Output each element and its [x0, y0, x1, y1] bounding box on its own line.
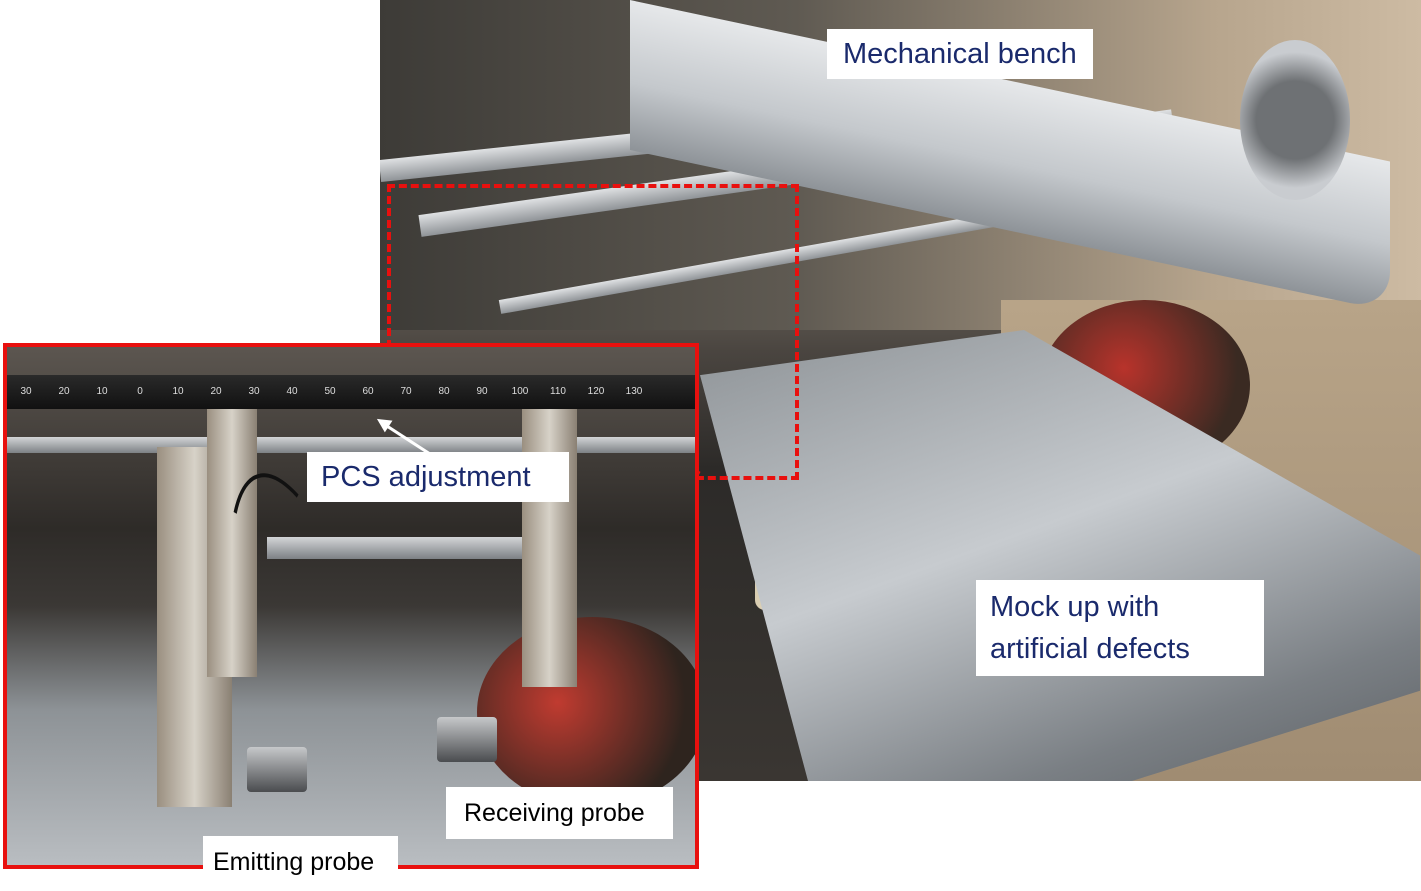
label-mock-up-line1: Mock up with	[990, 591, 1160, 623]
emitting-probe-holder	[207, 409, 257, 677]
ruler-tick: 100	[511, 386, 529, 397]
ruler-tick: 20	[210, 386, 222, 397]
ruler-tick: 80	[438, 386, 450, 397]
label-mock-up: Mock up with artificial defects	[976, 580, 1264, 677]
label-mock-up-line2: artificial defects	[990, 633, 1190, 666]
ruler-tick: 110	[550, 386, 566, 397]
label-mechanical-bench: Mechanical bench	[827, 29, 1093, 80]
ruler-tick: 50	[324, 386, 336, 397]
inset-rod	[267, 537, 547, 559]
ruler-tick: 120	[587, 386, 605, 397]
ruler-tick: 90	[476, 386, 488, 397]
ruler-tick: 40	[286, 386, 298, 397]
ruler-tick: 60	[362, 386, 374, 397]
emitting-probe	[247, 747, 307, 792]
receiving-probe-holder	[522, 409, 577, 687]
label-receiving-probe: Receiving probe	[446, 787, 673, 840]
receiving-probe	[437, 717, 497, 762]
ruler-tick: 30	[20, 386, 32, 397]
ruler-tick: 0	[137, 386, 143, 397]
ruler-tick: 10	[96, 386, 108, 397]
ruler-tick: 10	[172, 386, 184, 397]
label-emitting-probe: Emitting probe	[203, 836, 399, 889]
ruler-tick: 30	[248, 386, 260, 397]
inset-rail	[7, 437, 695, 453]
tube-end	[1240, 40, 1350, 200]
inset-red-chair	[477, 617, 695, 807]
label-pcs-adjustment: PCS adjustment	[307, 452, 569, 503]
ruler-tick: 70	[400, 386, 412, 397]
main-photo	[380, 0, 1421, 781]
ruler-tick: 130	[625, 386, 643, 397]
ruler-tick: 20	[58, 386, 70, 397]
